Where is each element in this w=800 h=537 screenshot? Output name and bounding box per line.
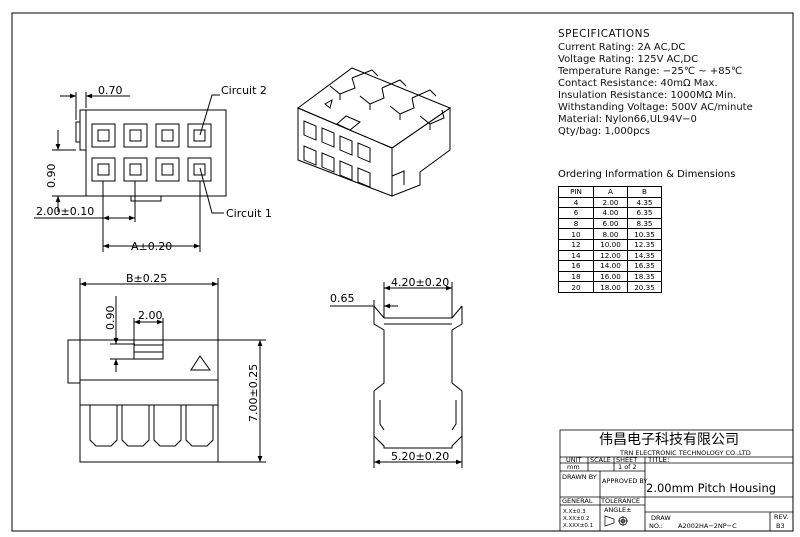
draw-label: DRAW — [651, 514, 671, 522]
cell-a: 14.00 — [593, 260, 628, 272]
cell-a: 2.00 — [593, 196, 628, 209]
cell-pin: 8 — [558, 217, 594, 230]
spec-line: Temperature Range: −25℃ ~ +85℃ — [558, 66, 743, 77]
end-dim-bottom: 5.20±0.20 — [391, 450, 449, 463]
cell-a: 16.00 — [593, 270, 628, 283]
cell-pin: 12 — [558, 238, 594, 251]
dim-vertical-090: 0.90 — [45, 164, 58, 189]
tol-1: X.X±0.3 — [563, 509, 586, 515]
no-label: NO.: — [649, 522, 663, 530]
side-dim-200: 2.00 — [138, 309, 163, 322]
cell-pin: 18 — [558, 270, 594, 283]
header-pin: PIN — [558, 186, 594, 198]
cell-a: 4.00 — [593, 207, 628, 219]
ordering-title: Ordering Information & Dimensions — [558, 169, 736, 180]
cell-b: 10.35 — [627, 228, 662, 240]
title-value: 2.00mm Pitch Housing — [646, 481, 776, 495]
cell-a: 12.00 — [593, 249, 628, 262]
cell-a: 18.00 — [593, 281, 628, 293]
cell-b: 8.35 — [627, 217, 662, 230]
side-view — [67, 278, 266, 463]
spec-line: Contact Resistance: 40mΩ Max. — [558, 78, 718, 89]
dim-pitch-top: 0.70 — [98, 84, 123, 97]
spec-line: Qty/bag: 1,000pcs — [558, 126, 651, 137]
circuit2-label: Circuit 2 — [221, 84, 267, 97]
cell-pin: 4 — [558, 196, 594, 209]
angle-label: ANGLE± — [604, 506, 632, 514]
header-a: A — [593, 186, 628, 198]
approved-by: APPROVED BY — [602, 477, 648, 485]
tol-2: X.XX±0.2 — [563, 516, 589, 522]
projection-symbol-icon — [604, 515, 628, 527]
cell-pin: 14 — [558, 249, 594, 262]
scale-label: SCALE — [590, 456, 611, 464]
dim-b: B±0.25 — [126, 272, 167, 285]
front-view — [34, 92, 227, 252]
end-dim-top: 4.20±0.20 — [391, 276, 449, 289]
end-dim-065: 0.65 — [330, 292, 355, 305]
cell-b: 14.35 — [627, 249, 662, 262]
specifications-title: SPECIFICATIONS — [558, 28, 651, 40]
rev-value: B3 — [776, 522, 785, 530]
cell-pin: 6 — [558, 207, 594, 219]
company-en: TRN ELECTRONIC TECHNOLOGY CO.,LTD — [619, 449, 751, 457]
cell-b: 20.35 — [627, 281, 662, 293]
sheet-label: SHEET — [616, 456, 637, 464]
general-label: GENERAL — [562, 497, 593, 505]
spec-line: Voltage Rating: 125V AC,DC — [558, 54, 699, 65]
header-b: B — [627, 186, 662, 198]
specifications-block: SPECIFICATIONS Current Rating: 2A AC,DC … — [558, 28, 753, 138]
unit-value: mm — [567, 463, 580, 471]
side-dim-090: 0.90 — [104, 306, 117, 331]
tolerance-label: TOLERANCE — [600, 497, 640, 505]
dim-pitch: 2.00±0.10 — [36, 205, 94, 218]
cell-b: 12.35 — [627, 238, 662, 251]
title-block — [559, 429, 794, 532]
cell-pin: 10 — [558, 228, 594, 240]
end-view — [330, 282, 463, 468]
tol-3: X.XXX±0.1 — [563, 523, 593, 529]
cell-pin: 20 — [558, 281, 594, 293]
cell-a: 8.00 — [593, 228, 628, 240]
cell-b: 18.35 — [627, 270, 662, 283]
company-cn: 伟昌电子科技有限公司 — [599, 432, 739, 448]
draw-number: A2002HA−2NP−C — [678, 522, 737, 530]
spec-line: Material: Nylon66,UL94V−0 — [558, 114, 697, 125]
title-label: TITLE: — [647, 456, 669, 464]
cell-pin: 16 — [558, 260, 594, 272]
spec-line: Current Rating: 2A AC,DC — [558, 42, 686, 53]
circuit1-label: Circuit 1 — [226, 207, 272, 220]
spec-line: Insulation Resistance: 1000MΩ Min. — [558, 90, 737, 101]
dim-height: 7.00±0.25 — [247, 364, 260, 422]
cell-a: 10.00 — [593, 238, 628, 251]
dim-a: A±0.20 — [131, 240, 172, 253]
drawn-by: DRAWN BY — [562, 473, 597, 481]
sheet-value: 1 of 2 — [618, 463, 637, 471]
cell-b: 4.35 — [627, 196, 662, 209]
cell-b: 6.35 — [627, 207, 662, 219]
cell-b: 16.35 — [627, 260, 662, 272]
drawing-border — [11, 12, 794, 532]
cavity-row-bottom — [91, 157, 212, 182]
rev-label: REV. — [774, 513, 788, 521]
cavity-row-top — [91, 123, 212, 148]
table-header-row: PIN A B — [558, 186, 662, 198]
isometric-view — [297, 67, 452, 197]
spec-line: Withstanding Voltage: 500V AC/minute — [558, 102, 753, 113]
cell-a: 6.00 — [593, 217, 628, 230]
unit-label: UNIT — [566, 456, 582, 464]
